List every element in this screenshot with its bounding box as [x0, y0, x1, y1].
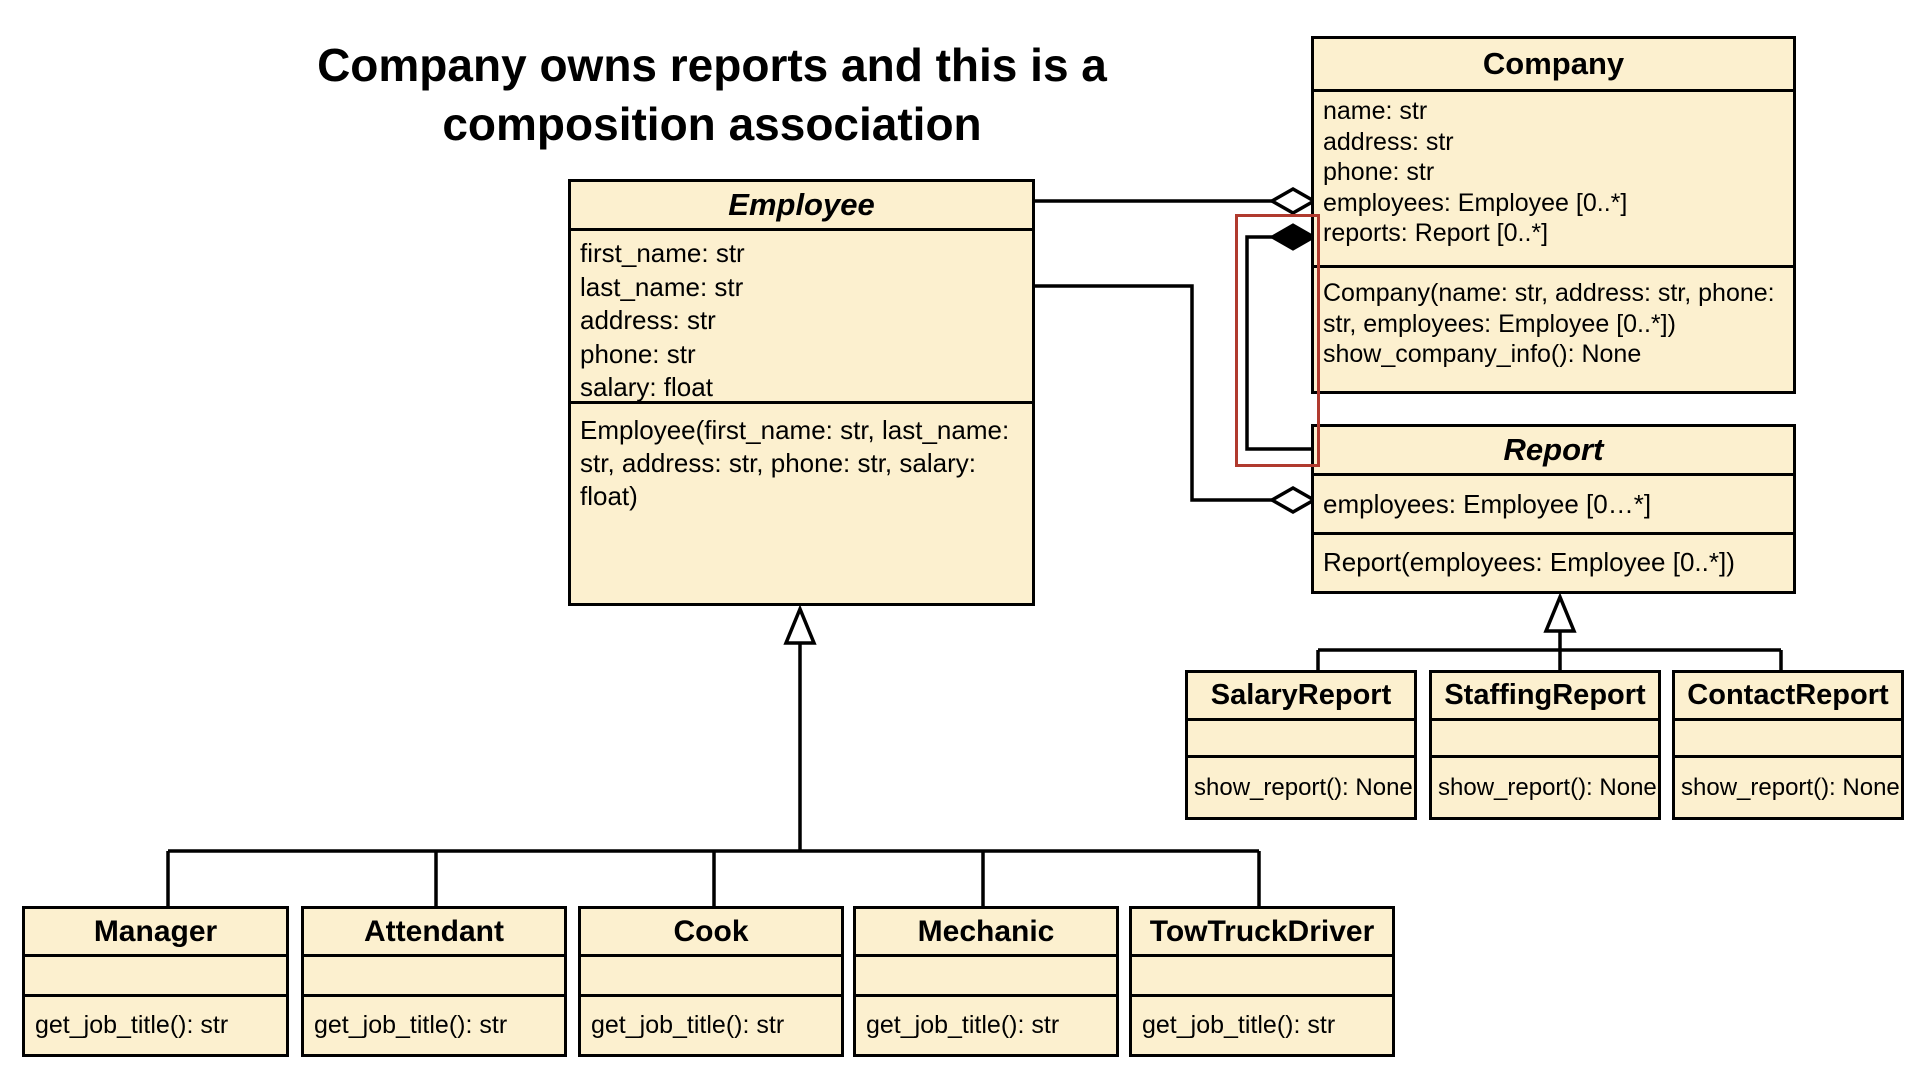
class-name: Employee	[571, 182, 1032, 231]
composition-highlight-box	[1235, 214, 1320, 467]
class-methods: get_job_title(): str	[1132, 997, 1392, 1054]
class-name: Attendant	[304, 909, 564, 957]
class-methods: get_job_title(): str	[25, 997, 286, 1054]
title-line-1: Company owns reports and this is a	[317, 39, 1107, 91]
class-attributes	[1432, 721, 1658, 758]
attribute: employees: Employee [0…*]	[1323, 489, 1652, 519]
employee-report-aggregation-line	[1034, 284, 1272, 502]
manager-class: Manager get_job_title(): str	[22, 906, 289, 1057]
class-attributes	[1188, 721, 1414, 758]
staffingreport-class: StaffingReport show_report(): None	[1429, 670, 1661, 820]
report-company-composition-line	[1245, 235, 1312, 451]
aggregation-diamond-report	[1268, 485, 1318, 515]
class-attributes	[581, 957, 841, 997]
attendant-class: Attendant get_job_title(): str	[301, 906, 567, 1057]
attribute: address: str	[580, 305, 716, 335]
class-methods: Employee(first_name: str, last_name: str…	[571, 404, 1032, 603]
class-name: SalaryReport	[1188, 673, 1414, 721]
class-name: Manager	[25, 909, 286, 957]
attribute: address: str	[1323, 127, 1454, 156]
inheritance-arrow-employee	[783, 604, 817, 645]
report-class: Report employees: Employee [0…*] Report(…	[1311, 424, 1796, 594]
method: get_job_title(): str	[35, 1011, 229, 1039]
method: get_job_title(): str	[1142, 1011, 1336, 1039]
class-attributes	[1675, 721, 1901, 758]
class-name: Cook	[581, 909, 841, 957]
method: Report(employees: Employee [0..*])	[1323, 547, 1735, 578]
employee-class: Employee first_name: str last_name: str …	[568, 179, 1035, 606]
class-methods: show_report(): None	[1188, 758, 1414, 817]
attribute: salary: float	[580, 372, 713, 402]
class-name: Company	[1314, 39, 1793, 92]
method: get_job_title(): str	[591, 1011, 785, 1039]
class-name: TowTruckDriver	[1132, 909, 1392, 957]
cook-class: Cook get_job_title(): str	[578, 906, 844, 1057]
method: Employee(first_name: str, last_name: str…	[580, 415, 1010, 511]
attribute: employees: Employee [0..*]	[1323, 188, 1628, 217]
aggregation-diamond-company	[1268, 186, 1318, 216]
attribute: reports: Report [0..*]	[1323, 219, 1549, 247]
towtruckdriver-class: TowTruckDriver get_job_title(): str	[1129, 906, 1395, 1057]
attribute: name: str	[1323, 97, 1428, 125]
class-methods: Company(name: str, address: str, phone: …	[1314, 268, 1793, 391]
title-line-2: composition association	[442, 98, 982, 150]
method: show_report(): None	[1681, 773, 1900, 801]
class-name: Report	[1314, 427, 1793, 476]
attribute: phone: str	[1323, 158, 1435, 186]
attribute: phone: str	[580, 338, 696, 369]
inheritance-arrow-report	[1543, 592, 1577, 633]
method: show_report(): None	[1438, 773, 1657, 801]
attribute: first_name: str	[580, 238, 745, 268]
class-attributes	[1132, 957, 1392, 997]
class-attributes: first_name: str last_name: str address: …	[571, 231, 1032, 404]
class-name: ContactReport	[1675, 673, 1901, 721]
class-methods: Report(employees: Employee [0..*])	[1314, 535, 1793, 591]
method: get_job_title(): str	[314, 1011, 508, 1039]
class-name: StaffingReport	[1432, 673, 1658, 721]
class-name: Mechanic	[856, 909, 1116, 957]
method: get_job_title(): str	[866, 1011, 1060, 1039]
class-attributes: employees: Employee [0…*]	[1314, 476, 1793, 535]
class-attributes	[25, 957, 286, 997]
class-attributes: name: str address: str phone: str employ…	[1314, 92, 1793, 268]
class-attributes	[856, 957, 1116, 997]
class-methods: get_job_title(): str	[856, 997, 1116, 1054]
contactreport-class: ContactReport show_report(): None	[1672, 670, 1904, 820]
class-methods: show_report(): None	[1432, 758, 1658, 817]
diagram-title: Company owns reports and this is a compo…	[262, 36, 1162, 154]
method: show_report(): None	[1194, 773, 1413, 801]
class-methods: get_job_title(): str	[581, 997, 841, 1054]
class-methods: get_job_title(): str	[304, 997, 564, 1054]
mechanic-class: Mechanic get_job_title(): str	[853, 906, 1119, 1057]
class-attributes	[304, 957, 564, 997]
class-methods: show_report(): None	[1675, 758, 1901, 817]
method: Company(name: str, address: str, phone: …	[1323, 279, 1775, 338]
company-class: Company name: str address: str phone: st…	[1311, 36, 1796, 394]
attribute: last_name: str	[580, 271, 744, 302]
method: show_company_info(): None	[1323, 340, 1642, 368]
salaryreport-class: SalaryReport show_report(): None	[1185, 670, 1417, 820]
